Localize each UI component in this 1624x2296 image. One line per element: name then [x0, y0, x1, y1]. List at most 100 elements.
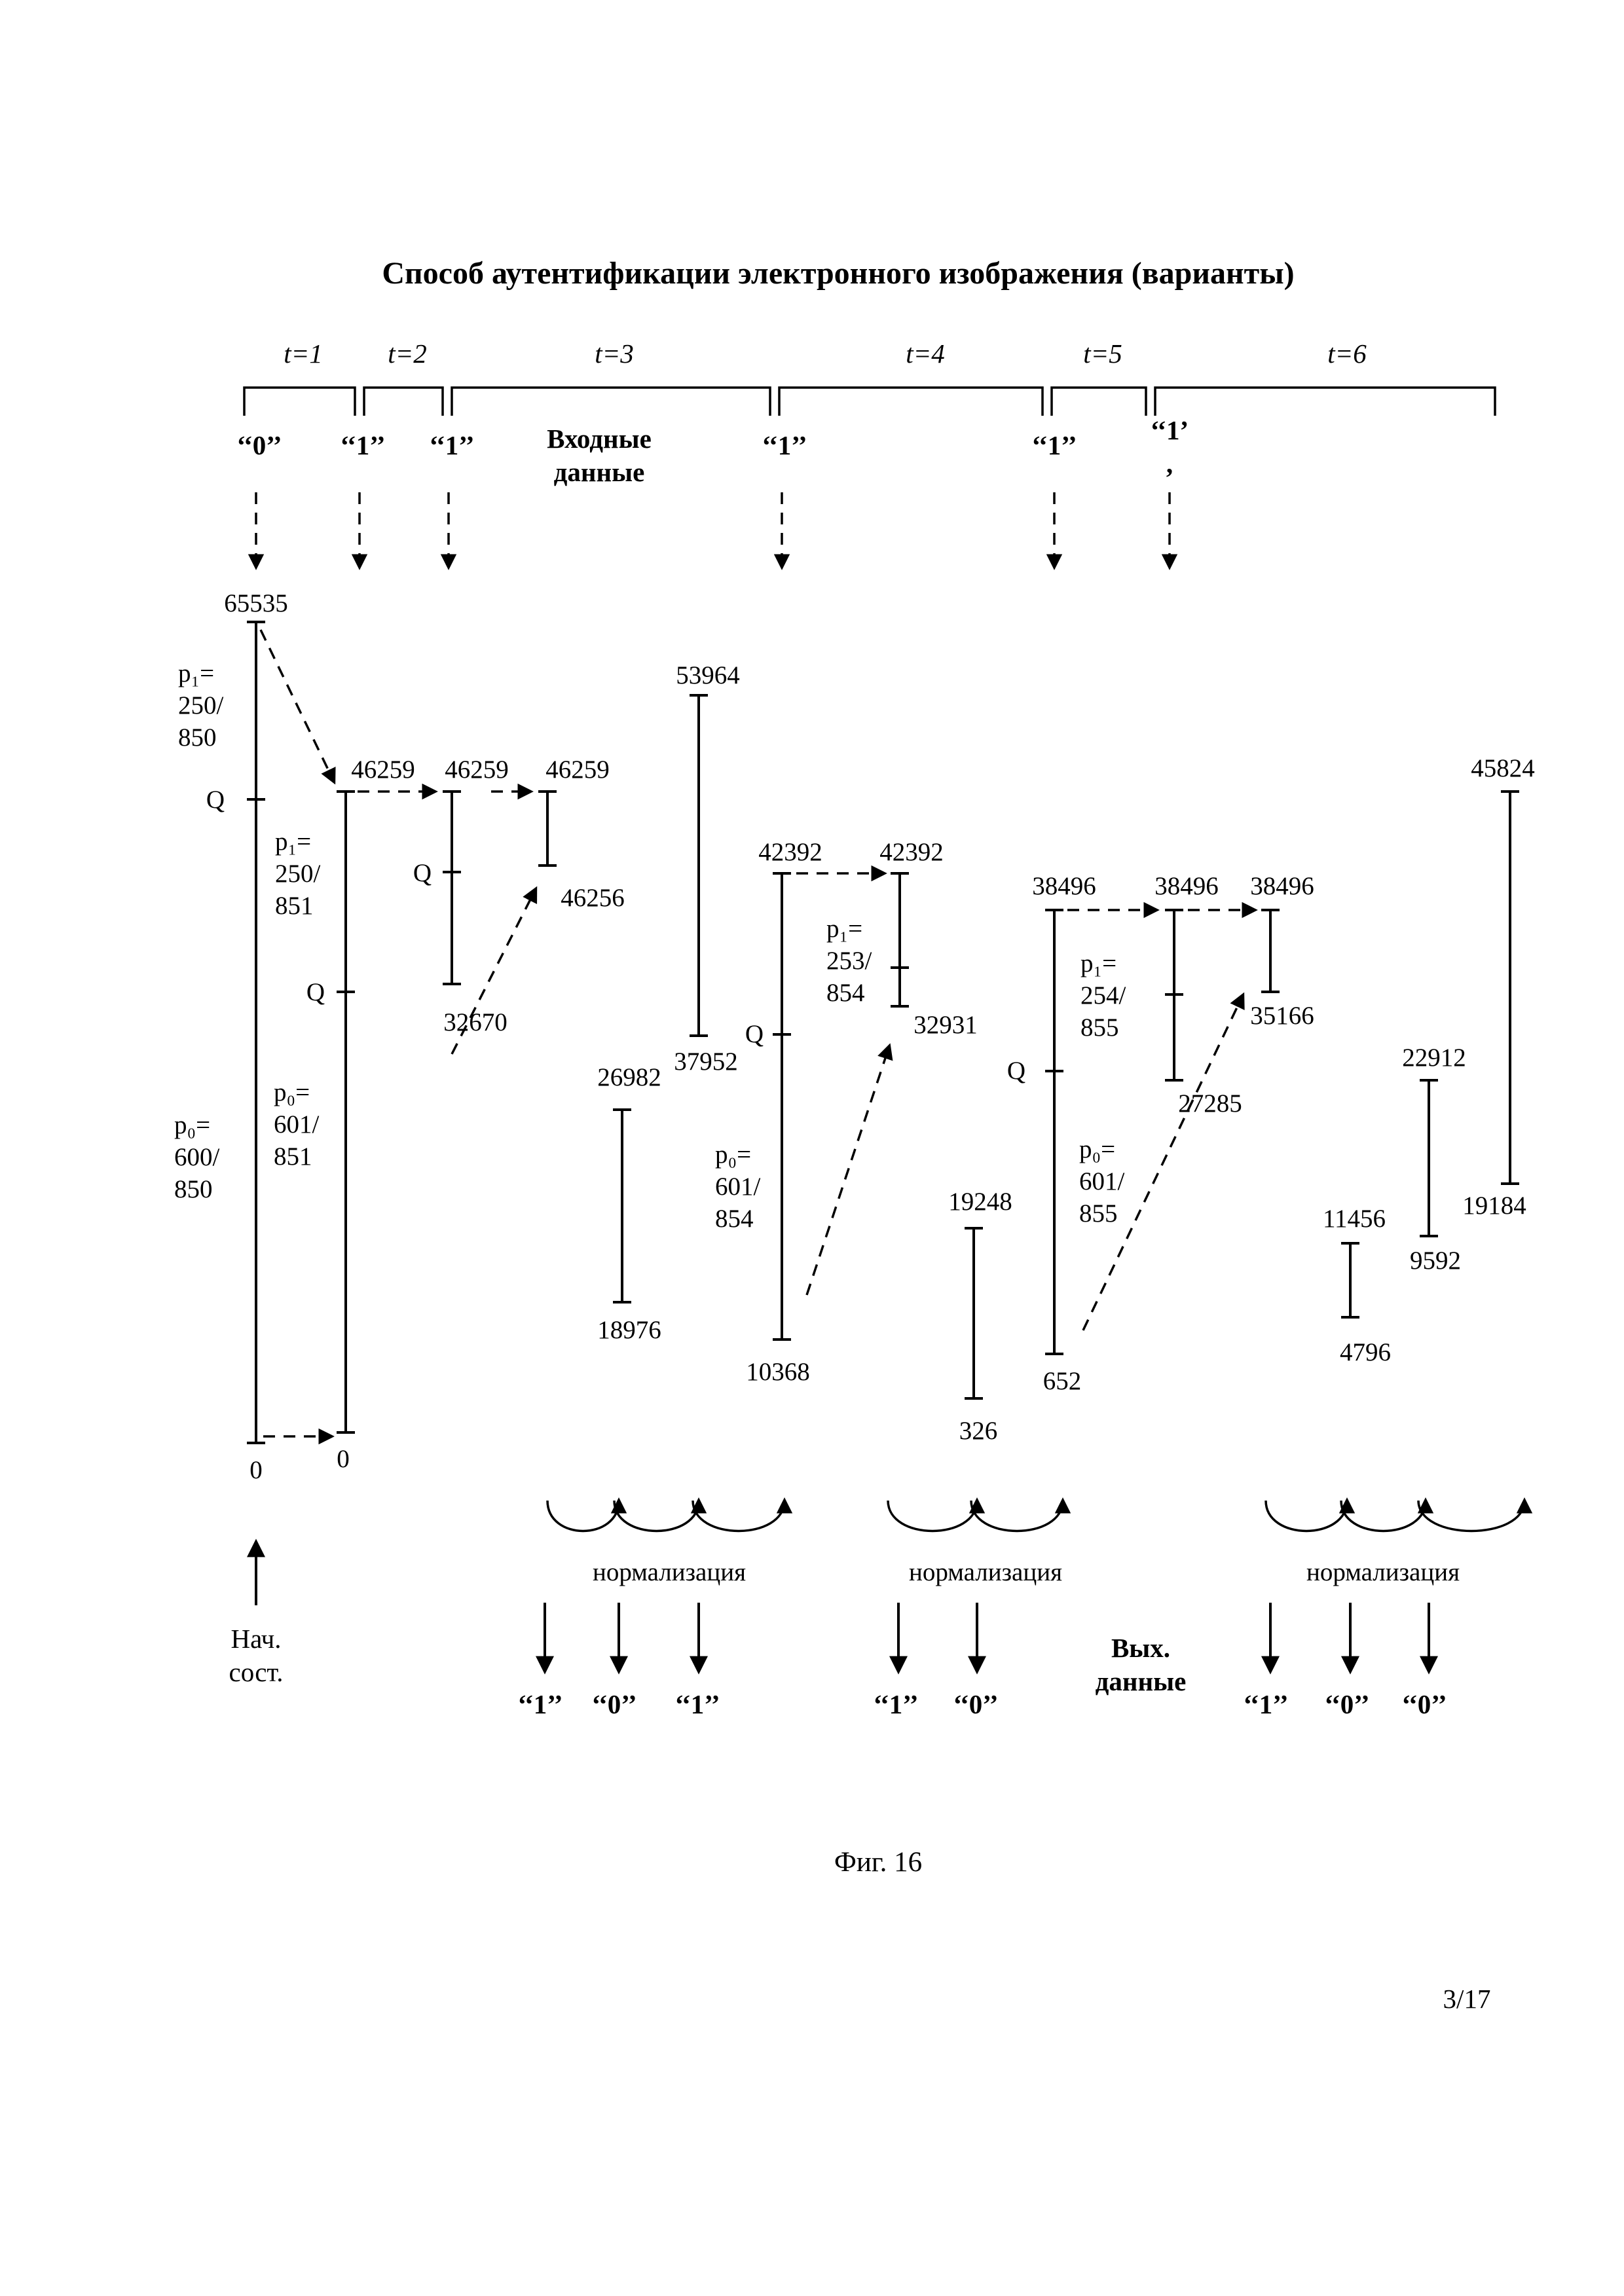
input-bit-5: ‘‘1’’ — [1031, 430, 1077, 460]
interval-bar-t2c — [538, 790, 557, 867]
input-data-header: Входные данные — [547, 424, 652, 488]
norm-loop-2a — [887, 1497, 986, 1533]
norm-loop-3c — [1417, 1497, 1533, 1533]
state-18976: 18976 — [597, 1316, 661, 1344]
state-27285: 27285 — [1178, 1089, 1242, 1118]
norm-loop-3b — [1340, 1497, 1434, 1533]
norm-loop-2b — [970, 1497, 1071, 1533]
bracket-t3 — [451, 386, 771, 416]
q-label-3: Q — [413, 859, 432, 887]
transition-arrows — [259, 629, 1258, 1445]
state-26982: 26982 — [597, 1063, 661, 1091]
arrow-65535-to-46259 — [259, 629, 336, 785]
norm-loop-3a — [1264, 1497, 1356, 1533]
state-38496-1: 38496 — [1032, 872, 1096, 900]
prob-p0-855: p₀= 601/ 855 — [1079, 1135, 1125, 1228]
interval-bar-t6a — [1501, 790, 1519, 1185]
prob-p1-855: p₁= 254/ 855 — [1080, 949, 1126, 1042]
state-4796: 4796 — [1340, 1338, 1391, 1366]
output-bit-3b: ‘‘0’’ — [1324, 1689, 1370, 1719]
state-38496-3: 38496 — [1250, 872, 1314, 900]
output-data-header: Вых. данные — [1095, 1633, 1187, 1697]
state-42392-1: 42392 — [758, 838, 822, 866]
output-bit-3a: ‘‘1’’ — [1243, 1689, 1289, 1719]
state-11456: 11456 — [1322, 1205, 1386, 1233]
output-bit-arrows — [536, 1603, 1438, 1675]
prob-p1-850: p₁= 250/ 850 — [178, 659, 224, 752]
interval-bar-t3d — [613, 1108, 631, 1303]
state-32670: 32670 — [443, 1008, 507, 1036]
time-label-t5: t=5 — [1083, 338, 1122, 369]
state-46259-3: 46259 — [545, 756, 610, 784]
state-46259-2: 46259 — [445, 756, 509, 784]
q-label-2: Q — [306, 978, 325, 1006]
prob-p0-851: p₀= 601/ 851 — [274, 1078, 320, 1171]
time-label-t4: t=4 — [906, 338, 945, 369]
output-bit-2a: ‘‘1’’ — [873, 1689, 919, 1719]
state-zero-1: 0 — [249, 1456, 263, 1484]
time-label-t6: t=6 — [1327, 338, 1367, 369]
interval-bar-t5c — [1261, 909, 1280, 993]
normalization-loops — [546, 1497, 1533, 1533]
input-bit-3: ‘‘1’’ — [429, 430, 475, 460]
interval-bar-t2a — [337, 790, 355, 1434]
bracket-t4 — [778, 386, 1044, 416]
state-46259-1: 46259 — [351, 756, 415, 784]
output-bit-2b: ‘‘0’’ — [953, 1689, 999, 1719]
state-53964: 53964 — [676, 661, 740, 689]
input-bit-arrows — [248, 492, 1178, 570]
arrow-to-46256 — [451, 886, 538, 1055]
time-brackets — [243, 386, 1496, 416]
state-326: 326 — [959, 1417, 998, 1445]
interval-bar-t1 — [247, 621, 265, 1444]
interval-bars — [247, 621, 1519, 1444]
q-label-4: Q — [745, 1020, 764, 1048]
state-22912: 22912 — [1402, 1044, 1466, 1072]
state-zero-2: 0 — [337, 1445, 350, 1473]
figure-caption: Фиг. 16 — [834, 1847, 923, 1878]
interval-bar-t6c — [1341, 1242, 1359, 1319]
prob-p0-854: p₀= 601/ 854 — [715, 1140, 761, 1233]
normalization-label-2: нормализация — [908, 1558, 1063, 1586]
normalization-label-1: нормализация — [592, 1558, 747, 1586]
input-bit-4: ‘‘1’’ — [762, 430, 807, 460]
normalization-label-3: нормализация — [1306, 1558, 1460, 1586]
state-45824: 45824 — [1471, 754, 1535, 782]
input-bit-6: ‘‘1’ , — [1150, 415, 1189, 479]
norm-loop-1a — [546, 1497, 627, 1533]
interval-bar-t6b — [1420, 1079, 1438, 1237]
q-label-1: Q — [206, 786, 225, 814]
prob-p0-850: p₀= 600/ 850 — [174, 1111, 220, 1203]
prob-p1-851: p₁= 250/ 851 — [275, 828, 321, 920]
bracket-t6 — [1154, 386, 1496, 416]
state-652: 652 — [1043, 1367, 1082, 1395]
initial-state-label: Нач. сост. — [229, 1624, 284, 1688]
norm-loop-1b — [613, 1497, 707, 1533]
prob-p1-854: p₁= 253/ 854 — [826, 915, 872, 1007]
time-label-t2: t=2 — [388, 338, 427, 369]
interval-bar-t5a — [1045, 909, 1063, 1355]
output-bit-1b: ‘‘0’’ — [591, 1689, 637, 1719]
figure-title: Способ аутентификации электронного изобр… — [382, 256, 1295, 291]
interval-bar-t4 — [965, 1227, 983, 1400]
state-32931: 32931 — [913, 1011, 978, 1039]
state-65535: 65535 — [224, 589, 288, 617]
state-46256: 46256 — [561, 884, 625, 912]
state-10368: 10368 — [746, 1358, 810, 1386]
state-35166: 35166 — [1250, 1002, 1314, 1030]
bracket-t1 — [243, 386, 356, 416]
state-19184: 19184 — [1462, 1192, 1526, 1220]
norm-loop-1c — [692, 1497, 793, 1533]
state-9592: 9592 — [1410, 1247, 1461, 1275]
input-bit-2: ‘‘1’’ — [340, 430, 386, 460]
time-label-t3: t=3 — [595, 338, 634, 369]
state-42392-2: 42392 — [879, 838, 944, 866]
state-37952: 37952 — [674, 1048, 738, 1076]
output-bit-1a: ‘‘1’’ — [517, 1689, 563, 1719]
page-number: 3/17 — [1443, 1984, 1491, 2014]
input-bit-1: ‘‘0’’ — [236, 430, 282, 460]
output-bit-1c: ‘‘1’’ — [674, 1689, 720, 1719]
bracket-t5 — [1050, 386, 1147, 416]
